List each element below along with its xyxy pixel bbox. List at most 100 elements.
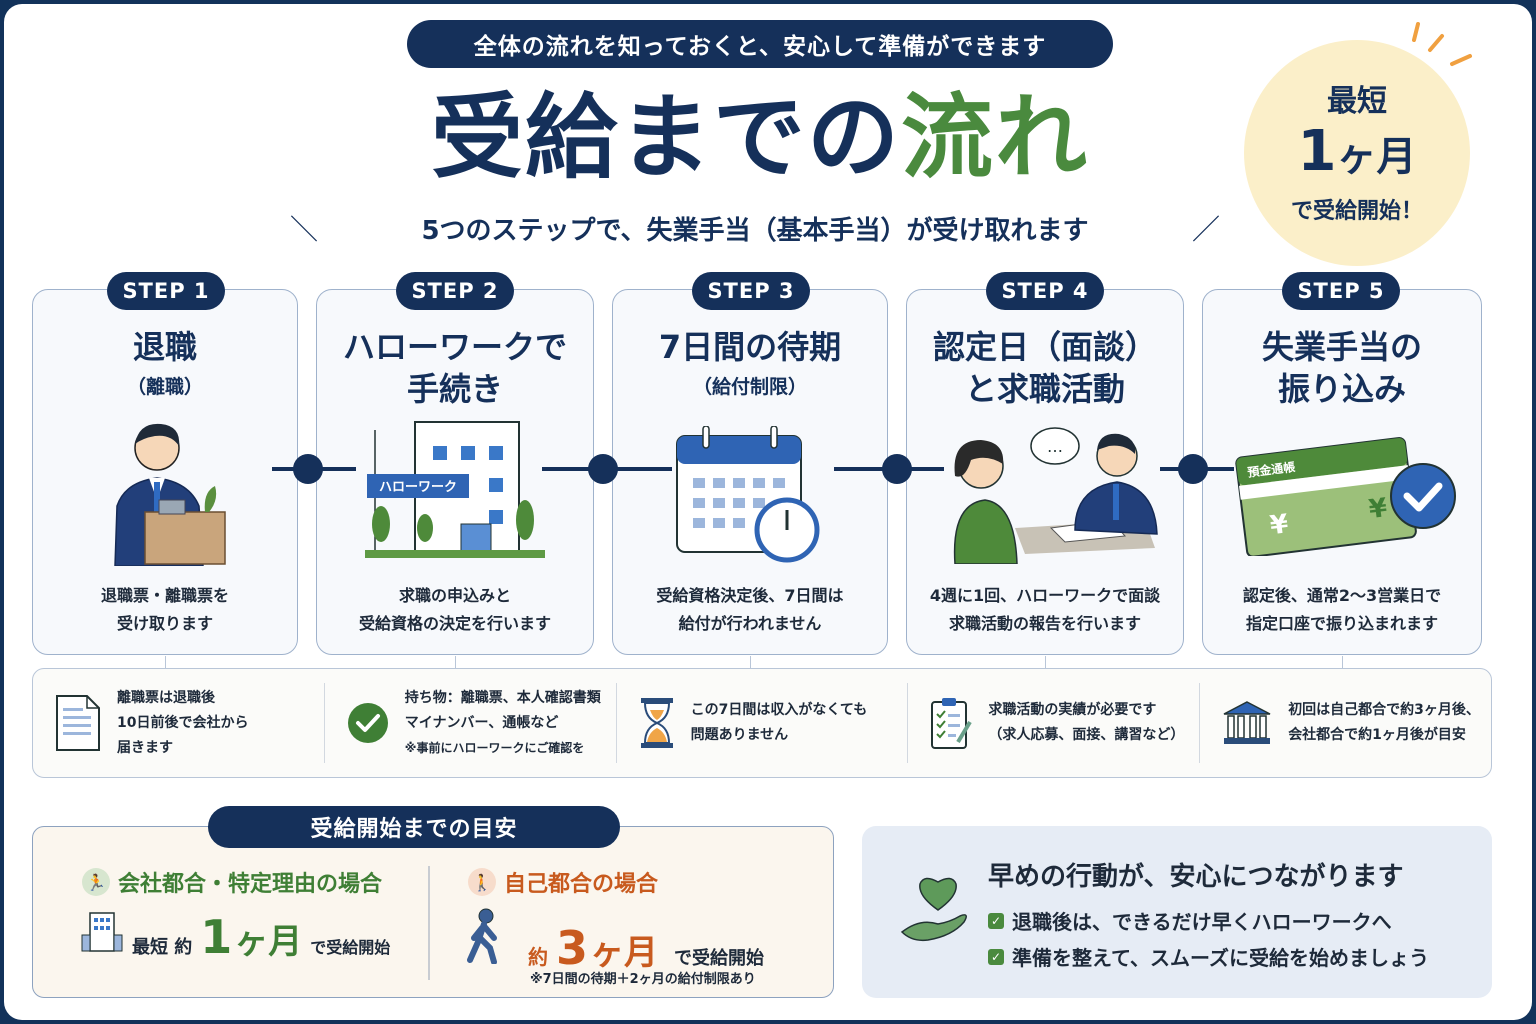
company-case-heading: 🏃 会社都合・特定理由の場合 — [82, 866, 382, 898]
info-item-3: この7日間は収入がなくても 問題ありません — [615, 683, 908, 763]
step-tag-5: STEP 5 — [1282, 272, 1400, 310]
step-5-desc-line2: 指定口座で振り込まれます — [1245, 614, 1438, 633]
self-suffix: で受給開始 — [674, 948, 765, 969]
step-4-title-line2: と求職活動 — [964, 370, 1125, 408]
clipboard-icon — [931, 698, 973, 749]
step-card-5: 失業手当の 振り込み 預金通帳 ¥ ¥ 認定後、通常2〜3営業日で 指定口座で振… — [1202, 289, 1482, 655]
self-prefix: 約 — [528, 945, 548, 969]
infographic-frame: 全体の流れを知っておくと、安心して準備ができます 受給までの流れ ＼ 5つのステ… — [4, 4, 1532, 1020]
hourglass-icon — [640, 698, 673, 748]
step-5-title: 失業手当の 振り込み — [1203, 326, 1481, 410]
self-case-heading-text: 自己都合の場合 — [504, 872, 659, 897]
check-circle-icon — [347, 703, 388, 743]
info-5-line2: 会社都合で約1ヶ月後が目安 — [1288, 727, 1466, 743]
step-2-title: ハローワークで 手続き — [317, 326, 593, 410]
company-suffix: で受給開始 — [310, 938, 391, 957]
step-1-title: 退職 （離職） — [33, 326, 297, 402]
self-num: 3 — [556, 921, 589, 975]
step-card-4: 認定日（面談） と求職活動 … 4週に1回、ハローワークで面談 求職活動の報告を… — [906, 289, 1184, 655]
info-3-line1: この7日間は収入がなくても — [690, 702, 868, 718]
tick-3 — [750, 656, 751, 672]
company-person-icon: 🏃 — [82, 868, 110, 896]
badge-line3: で受給開始！ — [1290, 198, 1423, 224]
svg-text:預金通帳: 預金通帳 — [1247, 459, 1296, 480]
step-3-title-line2: （給付制限） — [692, 376, 807, 398]
step-3-title-line1: 7日間の待期 — [658, 328, 842, 366]
step-1-desc-line1: 退職票・離職票を — [100, 586, 229, 605]
info-1-line3: 届きます — [117, 739, 173, 756]
info-text-4: 求職活動の実績が必要です （求人応募、面接、講習など） — [988, 698, 1184, 748]
svg-text:ハローワーク: ハローワーク — [379, 480, 457, 495]
step-3-title: 7日間の待期 （給付制限） — [613, 326, 887, 402]
info-2-line1: 持ち物：離職票、本人確認書類 — [404, 689, 601, 706]
connector-dot-4 — [1178, 454, 1208, 484]
step-4-title: 認定日（面談） と求職活動 — [907, 326, 1183, 410]
svg-text:¥: ¥ — [1268, 509, 1290, 541]
document-icon — [56, 695, 100, 751]
connector-dot-2 — [588, 454, 618, 484]
tip-title: 早めの行動が、安心につながります — [988, 862, 1404, 892]
info-strip: 離職票は退職後 10日前後で会社から 届きます 持ち物：離職票、本人確認書類 マ… — [32, 668, 1492, 778]
page-title: 受給までの流れ — [360, 78, 1160, 198]
step-4-desc-line2: 求職活動の報告を行います — [948, 614, 1141, 633]
tick-4 — [1045, 656, 1046, 672]
info-item-4: 求職活動の実績が必要です （求人応募、面接、講習など） — [907, 683, 1199, 763]
info-2-line2: マイナンバー、通帳など — [404, 714, 559, 731]
step-5-title-line2: 振り込み — [1277, 370, 1406, 408]
subtitle-text: 5つのステップで、失業手当（基本手当）が受け取れます — [421, 215, 1089, 246]
step-1-desc: 退職票・離職票を 受け取ります — [33, 582, 297, 638]
badge-unit: ヶ月 — [1336, 133, 1417, 180]
tick-2 — [455, 656, 456, 672]
step-4-desc-line1: 4週に1回、ハローワークで面談 — [929, 586, 1161, 605]
check-icon: ✓ — [988, 948, 1004, 965]
info-text-2: 持ち物：離職票、本人確認書類 マイナンバー、通帳など ※事前にハローワークにご確… — [405, 686, 601, 761]
step-3-desc-line2: 給付が行われません — [678, 614, 822, 633]
step-2-title-line1: ハローワークで — [342, 328, 567, 366]
step-5-title-line1: 失業手当の — [1261, 328, 1422, 366]
office-building-icon — [81, 912, 123, 952]
step-card-2: ハローワークで 手続き ハローワーク 求職の申込みと 受給資格の決定を行います — [316, 289, 594, 655]
step-2-desc-line2: 受給資格の決定を行います — [358, 614, 551, 633]
info-text-3: この7日間は収入がなくても 問題ありません — [691, 698, 868, 748]
tick-5 — [1342, 656, 1343, 672]
info-2-note: ※事前にハローワークにご確認を — [404, 740, 585, 755]
tip-item-1-text: 退職後は、できるだけ早くハローワークへ — [1012, 910, 1392, 934]
tip-item-2: ✓ 準備を整えて、スムーズに受給を始めましょう — [988, 942, 1429, 971]
person-with-box-icon — [114, 423, 226, 566]
step-card-1: 退職 （離職） 退職票・離職票を 受け取ります — [32, 289, 298, 655]
info-4-line1: 求職活動の実績が必要です — [988, 702, 1157, 718]
svg-text:¥: ¥ — [1367, 493, 1389, 525]
step-1-title-line2: （離職） — [126, 376, 203, 398]
calendar-clock-icon — [676, 426, 820, 563]
step-5-desc-line1: 認定後、通常2〜3営業日で — [1242, 586, 1442, 605]
info-1-line2: 10日前後で会社から — [117, 714, 249, 731]
bankbook-check-icon: 預金通帳 ¥ ¥ — [1235, 437, 1456, 556]
step-2-desc-line1: 求職の申込みと — [398, 586, 511, 605]
title-accent: 流れ — [901, 84, 1090, 191]
badge-duration: 1ヶ月 — [1297, 118, 1417, 189]
bank-icon — [1223, 701, 1271, 744]
step-4-title-line1: 認定日（面談） — [932, 328, 1157, 366]
hellowork-building-icon: ハローワーク — [365, 421, 545, 558]
estimate-box — [32, 826, 834, 998]
estimate-divider — [428, 866, 430, 980]
step-2-title-line2: 手続き — [406, 370, 503, 408]
info-text-1: 離職票は退職後 10日前後で会社から 届きます — [117, 686, 248, 761]
tip-item-2-text: 準備を整えて、スムーズに受給を始めましょう — [1012, 946, 1429, 970]
step-4-desc: 4週に1回、ハローワークで面談 求職活動の報告を行います — [907, 582, 1183, 638]
info-1-line1: 離職票は退職後 — [117, 689, 215, 706]
shortest-badge: 最短 1ヶ月 で受給開始！ — [1244, 40, 1470, 266]
self-case-note: ※7日間の待期＋2ヶ月の給付制限あり — [530, 972, 756, 987]
info-4-line2: （求人応募、面接、講習など） — [988, 727, 1185, 743]
step-card-3: 7日間の待期 （給付制限） 受給資格決定後、7日間は 給付が行われません — [612, 289, 888, 655]
company-num: 1 — [200, 910, 233, 964]
step-tag-3: STEP 3 — [692, 272, 810, 310]
company-unit: ヶ月 — [234, 922, 303, 962]
sparkle-rays-icon — [1412, 22, 1472, 66]
info-text-5: 初回は自己都合で約3ヶ月後、 会社都合で約1ヶ月後が目安 — [1288, 698, 1480, 748]
badge-num: 1 — [1297, 118, 1337, 184]
walking-person-icon — [467, 908, 497, 964]
step-1-desc-line2: 受け取ります — [116, 614, 213, 633]
self-unit: ヶ月 — [590, 933, 659, 973]
info-item-5: 初回は自己都合で約3ヶ月後、 会社都合で約1ヶ月後が目安 — [1199, 683, 1491, 763]
